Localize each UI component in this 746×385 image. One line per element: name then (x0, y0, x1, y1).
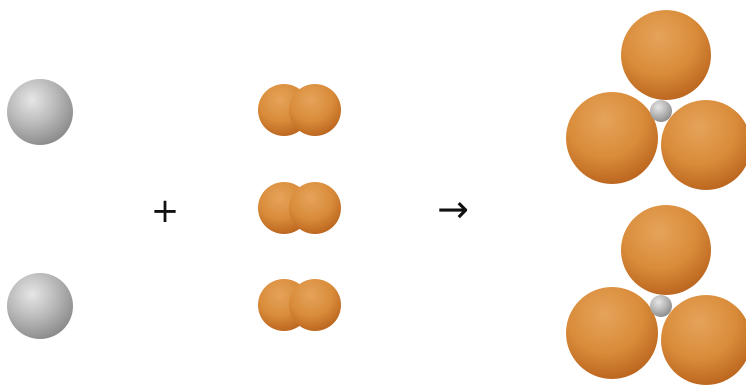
diatomic-molecule (258, 182, 341, 234)
product-molecule (566, 10, 746, 190)
orange-atom (566, 287, 658, 379)
reactant-orange-diatomic-molecules (258, 84, 341, 331)
gray-atom (7, 79, 73, 145)
plus-sign: + (151, 191, 180, 231)
reactant-gray-atoms (7, 79, 73, 339)
orange-atom (661, 295, 746, 385)
orange-atom (289, 182, 341, 234)
gray-atom (650, 100, 672, 122)
orange-atom (661, 100, 746, 190)
product-molecules (566, 10, 746, 385)
product-molecule (566, 205, 746, 385)
orange-atom (289, 84, 341, 136)
orange-atom (621, 10, 711, 100)
gray-atom (7, 273, 73, 339)
orange-atom (621, 205, 711, 295)
diatomic-molecule (258, 279, 341, 331)
gray-atom (650, 295, 672, 317)
diatomic-molecule (258, 84, 341, 136)
orange-atom (289, 279, 341, 331)
reaction-arrow: → (437, 187, 469, 231)
orange-atom (566, 92, 658, 184)
